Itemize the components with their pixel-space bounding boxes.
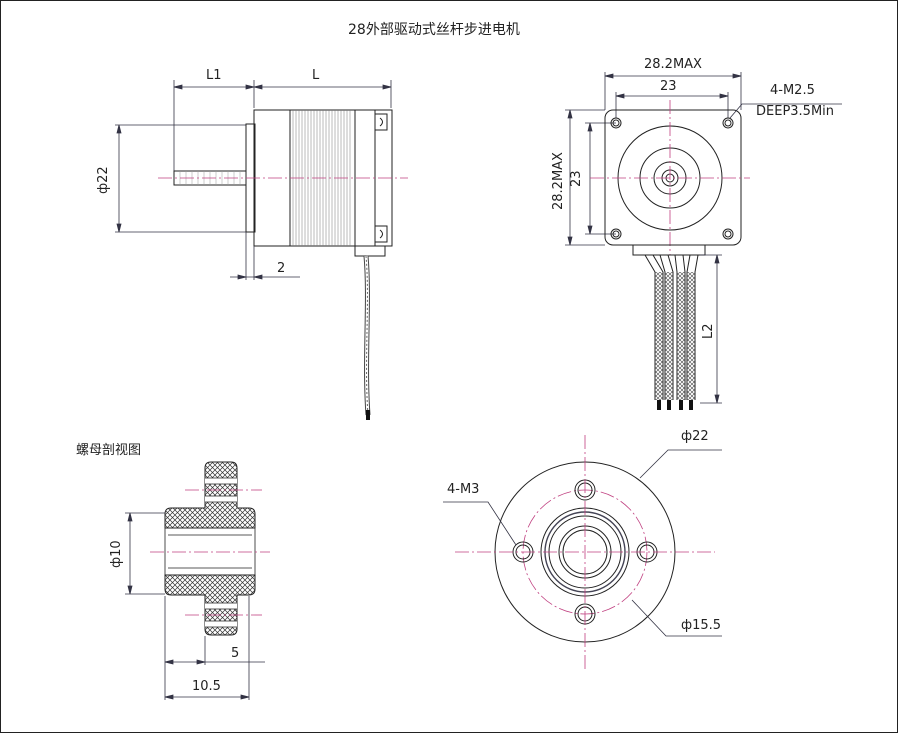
dim-L1-L [173, 80, 392, 178]
dim-front-top [604, 72, 742, 118]
nut-4m3-label: 4-M3 [447, 482, 480, 497]
cable-exit [354, 245, 386, 257]
dim-L-label: L [312, 68, 320, 83]
dim-nut-length [164, 596, 265, 700]
dim-phi22-side [115, 124, 246, 233]
side-view [115, 80, 408, 420]
hole-note-line2: DEEP3.5Min [756, 104, 835, 119]
dim-282max-side-label: 28.2MAX [551, 152, 566, 210]
dim-L2 [700, 254, 722, 404]
nut-section-title: 螺母剖视图 [76, 443, 142, 458]
dim-phi22-side-label: ф22 [96, 166, 111, 194]
dim-282max-top-label: 28.2MAX [644, 57, 702, 72]
nut-top-half [164, 461, 256, 529]
nut-phi155-label: ф15.5 [681, 618, 722, 633]
dim-phi10-label: ф10 [109, 540, 124, 568]
dim-23-top-label: 23 [660, 79, 677, 94]
dim-phi10 [125, 512, 165, 595]
dim-2 [230, 232, 300, 280]
nut-section-view [125, 461, 270, 700]
dim-L1-label: L1 [206, 68, 222, 83]
motor-face [604, 109, 742, 246]
front-view [565, 72, 842, 410]
dim-23-side-label: 23 [569, 170, 584, 187]
dim-5-label: 5 [231, 646, 240, 661]
nut-phi22-label: ф22 [681, 429, 709, 444]
drawing-title: 28外部驱动式丝杆步进电机 [348, 22, 520, 38]
dim-2-label: 2 [277, 261, 286, 276]
dim-105-label: 10.5 [192, 679, 221, 694]
hole-note-line1: 4-M2.5 [770, 83, 815, 98]
nut-bottom-half [164, 574, 256, 636]
dim-front-side [565, 109, 616, 246]
nut-front-view [443, 435, 722, 670]
dim-L2-label: L2 [701, 323, 716, 339]
